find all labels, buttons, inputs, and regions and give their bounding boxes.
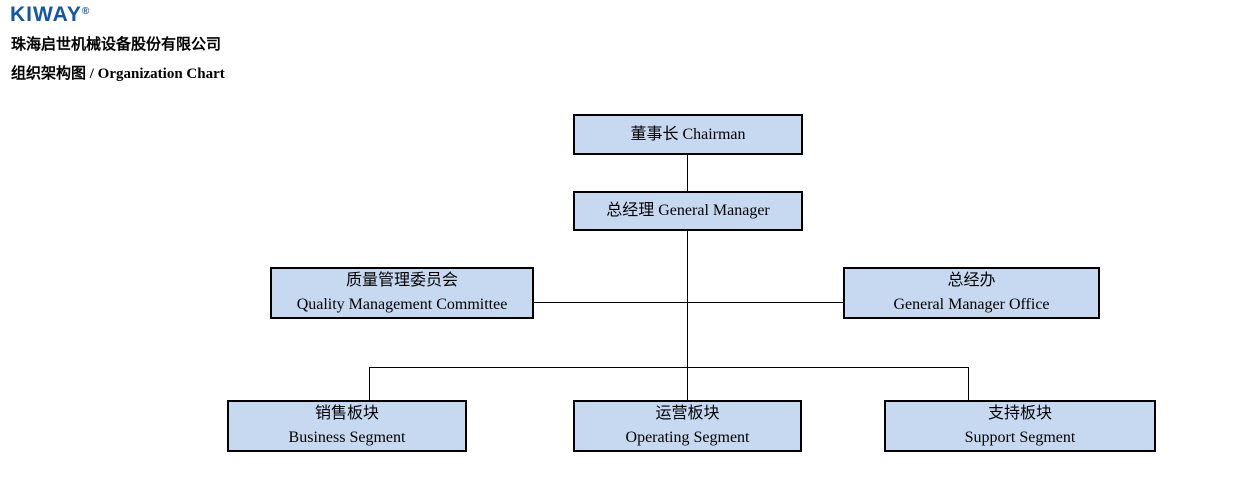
org-node-label-en: Support Segment <box>964 429 1076 446</box>
org-node-label-zh: 质量管理委员会 <box>345 272 458 289</box>
company-name: 珠海启世机械设备股份有限公司 <box>11 37 222 53</box>
org-node-business-segment: 销售板块 Business Segment <box>227 400 467 452</box>
kiway-logo: KIWAY® <box>10 3 89 27</box>
org-node-support-segment: 支持板块 Support Segment <box>884 400 1156 452</box>
org-node-chairman: 董事长 Chairman <box>573 114 803 155</box>
org-node-general-manager: 总经理 General Manager <box>573 191 803 231</box>
connector-qmc-gmo <box>534 302 843 303</box>
org-node-label: 总经理 General Manager <box>606 202 770 219</box>
connector-drop-support <box>968 367 969 400</box>
org-node-operating-segment: 运营板块 Operating Segment <box>573 400 802 452</box>
org-node-label-en: Operating Segment <box>625 429 750 446</box>
org-node-label-en: Quality Management Committee <box>296 296 508 313</box>
connector-chairman-gm <box>687 155 688 192</box>
org-node-label-en: Business Segment <box>288 429 406 446</box>
org-node-label-zh: 支持板块 <box>987 405 1052 422</box>
connector-gm-trunk <box>687 230 688 400</box>
org-node-label: 董事长 Chairman <box>630 125 746 143</box>
org-node-quality-management-committee: 质量管理委员会 Quality Management Committee <box>270 267 534 319</box>
connector-bottom-horizontal <box>369 367 969 368</box>
page-title: 组织架构图 / Organization Chart <box>11 66 225 82</box>
connector-drop-business <box>369 367 370 400</box>
org-node-label-zh: 总经办 <box>947 272 996 289</box>
org-node-general-manager-office: 总经办 General Manager Office <box>843 267 1100 319</box>
logo-text: KIWAY <box>10 3 82 26</box>
registered-trademark-icon: ® <box>81 6 90 17</box>
org-node-label-en: General Manager Office <box>893 296 1050 313</box>
org-node-label-zh: 销售板块 <box>314 405 379 422</box>
org-node-label-zh: 运营板块 <box>655 405 720 422</box>
